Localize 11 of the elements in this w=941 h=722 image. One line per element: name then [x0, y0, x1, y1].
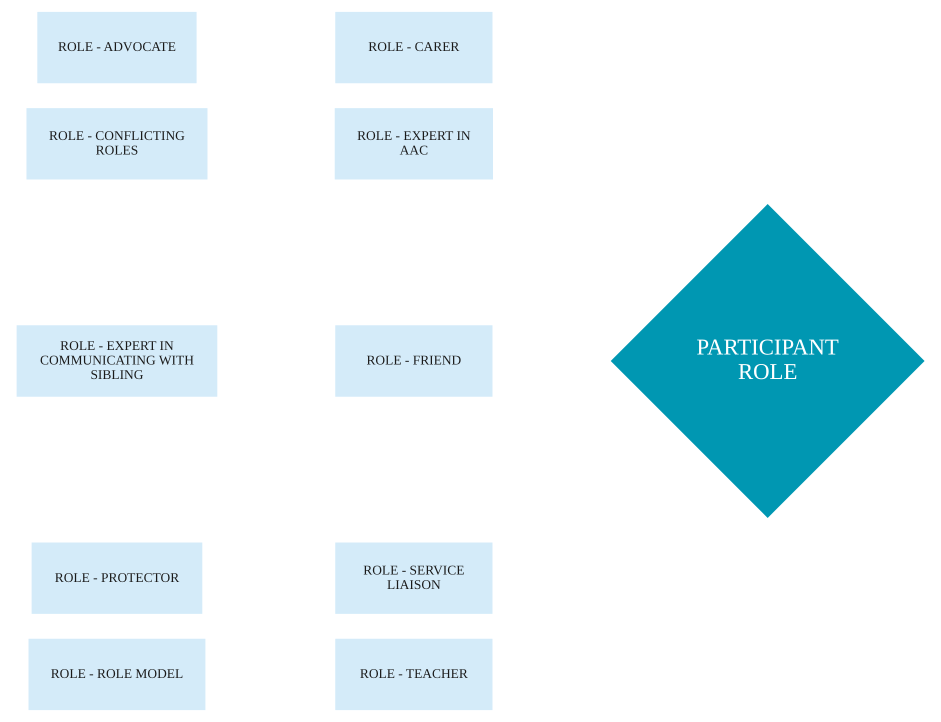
node-box: ROLE - PROTECTOR	[32, 542, 202, 614]
node-box: ROLE - SERVICE LIAISON	[335, 542, 492, 614]
node-box: ROLE - FRIEND	[335, 325, 492, 397]
node-box: ROLE - EXPERT IN AAC	[334, 108, 493, 180]
node-box: ROLE - ADVOCATE	[37, 12, 197, 84]
node-box: ROLE - TEACHER	[335, 638, 492, 710]
node-box: ROLE - ROLE MODEL	[28, 638, 206, 710]
node-diamond: PARTICIPANT ROLE	[610, 204, 925, 518]
node-box: ROLE - CARER	[335, 12, 492, 84]
node-box: ROLE - CONFLICTING ROLES	[26, 108, 208, 180]
node-box: ROLE - EXPERT IN COMMUNICATING WITH SIBLING	[16, 325, 218, 397]
